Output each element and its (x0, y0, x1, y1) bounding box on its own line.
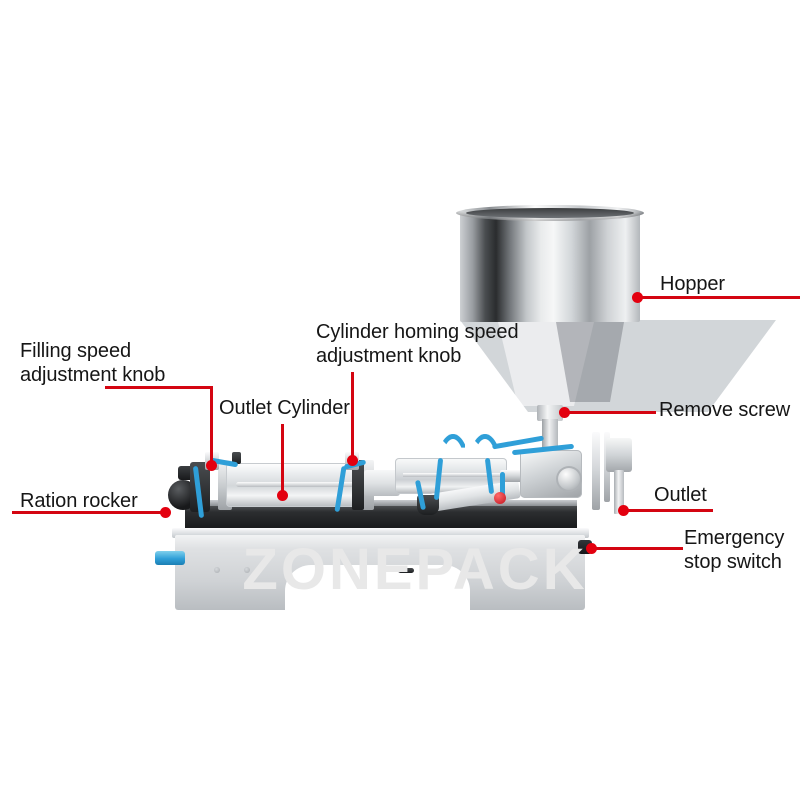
hopper-barrel (460, 212, 640, 322)
label-remove-screw: Remove screw (659, 399, 791, 421)
leader-dot-ration-rocker (160, 507, 171, 518)
leader-line-emergency-stop-switch (593, 547, 683, 550)
leader-dot-outlet-cylinder (277, 490, 288, 501)
valve-adjust-wheel (556, 466, 582, 492)
machine-deck-edge (185, 500, 577, 506)
outlet-nozzle-head (606, 438, 632, 472)
leader-dot-emergency-stop-switch (586, 543, 597, 554)
leader-line-filling-speed-adjustment-knob-horizontal (105, 386, 213, 389)
base-top-rail (172, 528, 589, 538)
hopper-cone-shadow (556, 322, 624, 402)
label-hopper: Hopper (660, 273, 725, 295)
label-filling-speed-adjustment-knob-line1: Filling speed (20, 340, 131, 362)
label-cylinder-homing-speed-adjustment-knob-line1: Cylinder homing speed (316, 321, 519, 343)
label-emergency-stop-switch-line1: Emergency (684, 527, 785, 549)
air-inlet-fitting (155, 551, 185, 565)
leader-dot-hopper (632, 292, 643, 303)
leader-dot-remove-screw (559, 407, 570, 418)
hopper-cone-highlight (498, 322, 594, 406)
label-filling-speed-adjustment-knob-line2: adjustment knob (20, 364, 166, 386)
label-outlet: Outlet (654, 484, 707, 506)
base-screw (214, 567, 220, 573)
air-tube-segment (500, 472, 505, 500)
hopper-outlet-stem (542, 419, 558, 453)
leader-line-hopper (637, 296, 800, 299)
nozzle-support-rod (592, 432, 600, 510)
hopper-neck-clamp (537, 405, 563, 421)
label-emergency-stop-switch-line2: stop switch (684, 551, 782, 573)
leader-line-filling-speed-adjustment-knob-vertical (210, 386, 213, 466)
watermark: ZONEPACK (242, 537, 588, 602)
outlet-cylinder-rod (236, 482, 354, 487)
cylinder-mount-block (352, 460, 364, 510)
leader-line-ration-rocker (12, 511, 167, 514)
speed-valve-fitting (232, 452, 241, 464)
leader-line-outlet (625, 509, 713, 512)
outlet-nozzle (614, 470, 624, 514)
secondary-cylinder-rod (403, 473, 501, 477)
leader-line-remove-screw (566, 411, 656, 414)
base-foot-detail (398, 568, 414, 573)
leader-dot-cylinder-homing-speed-adjustment-knob (347, 455, 358, 466)
leader-dot-filling-speed-adjustment-knob (206, 460, 217, 471)
label-outlet-cylinder: Outlet Cylinder (219, 397, 350, 419)
label-cylinder-homing-speed-adjustment-knob-line2: adjustment knob (316, 345, 462, 367)
hopper-opening (466, 208, 634, 218)
air-tube-loop (468, 434, 502, 470)
label-ration-rocker: Ration rocker (20, 490, 138, 512)
leader-dot-outlet (618, 505, 629, 516)
base-screw (244, 567, 250, 573)
leader-line-cylinder-homing-speed-adjustment-knob (351, 372, 354, 460)
tube-fitting (494, 492, 506, 504)
air-tube-loop (436, 434, 470, 470)
leader-line-outlet-cylinder (281, 424, 284, 494)
cylinder-linkage (364, 470, 400, 496)
base-cutout (285, 565, 470, 613)
